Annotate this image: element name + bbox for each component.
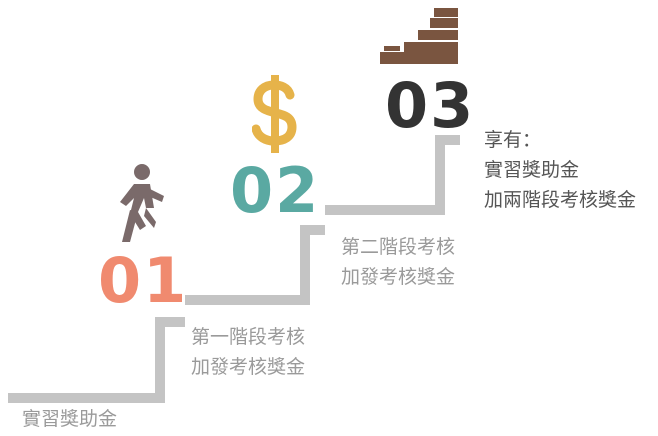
label-step1: 第一階段考核 加發考核獎金 [191, 322, 305, 382]
running-person-icon [120, 164, 164, 242]
stacked-coins-icon [380, 8, 458, 64]
label-step2-line: 加發考核獎金 [341, 266, 456, 288]
step-number-01: 01 [98, 244, 189, 317]
step-number-03: 03 [385, 69, 476, 142]
label-step3-line: 享有： [484, 129, 542, 151]
label-step2-line: 第二階段考核 [341, 236, 456, 258]
label-step1-line: 加發考核獎金 [191, 356, 306, 378]
label-step3-line: 加兩階段考核獎金 [484, 189, 637, 211]
label-step1-line: 第一階段考核 [191, 326, 306, 348]
label-step3-line: 實習獎助金 [484, 159, 580, 181]
label-start: 實習獎助金 [22, 404, 117, 434]
label-step3: 享有： 實習獎助金 加兩階段考核獎金 [484, 125, 636, 215]
dollar-sign-icon [252, 75, 297, 153]
step-number-02: 02 [230, 154, 321, 227]
label-step2: 第二階段考核 加發考核獎金 [341, 232, 455, 292]
label-start-line: 實習獎助金 [22, 408, 118, 430]
